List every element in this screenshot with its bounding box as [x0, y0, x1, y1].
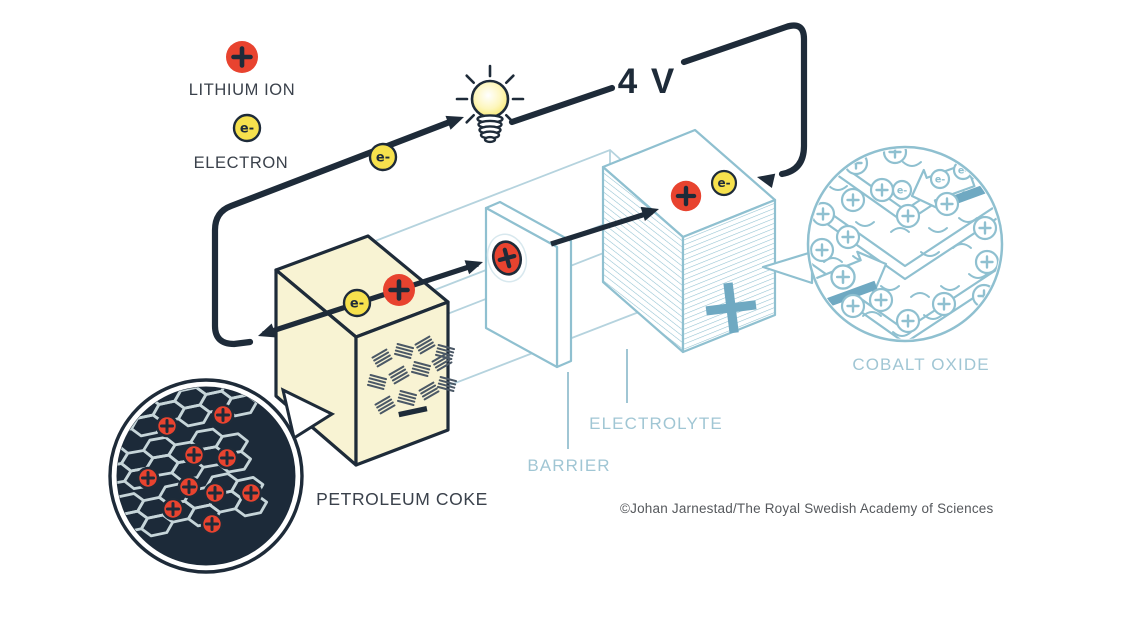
legend-electron-icon — [232, 113, 262, 143]
lithium-ion-icon — [972, 215, 998, 241]
lithium-ion-icon — [177, 475, 201, 499]
lithium-ion-icon — [671, 181, 701, 211]
lithium-ion-icon — [200, 512, 224, 536]
legend-electron-label: ELECTRON — [194, 154, 289, 172]
lithium-ion-icon — [383, 274, 415, 306]
cobalt-oxide-electrode: + — [601, 128, 777, 356]
graphite-hatching — [366, 335, 458, 415]
electrolyte-label: ELECTROLYTE — [589, 414, 723, 433]
lithium-ion-icon — [810, 237, 835, 263]
electron-icon-on-wire — [368, 142, 398, 172]
lithium-ion-icon — [934, 191, 960, 217]
petroleum-coke-electrode: − — [274, 234, 458, 467]
lithium-ion-icon — [203, 481, 227, 505]
lithium-ion-icon — [869, 177, 895, 203]
lithium-ion-in-barrier — [491, 240, 523, 276]
lithium-ion-icon — [835, 224, 861, 250]
cobalt-oxide-zoom-bubble — [806, 145, 1004, 343]
plus-terminal-icon: + — [692, 255, 770, 355]
bulb-rays — [455, 64, 525, 124]
lithium-ion-icon — [211, 403, 235, 427]
lithium-ion-icon — [931, 291, 957, 317]
lithium-ion-icon — [136, 466, 160, 490]
graphite-zoom-bubble — [108, 378, 336, 574]
cobalt-oxide-label: COBALT OXIDE — [852, 355, 989, 374]
graphite-zoom-pointer — [280, 387, 336, 441]
lithium-ion-icon — [840, 187, 866, 213]
electron-icon — [929, 168, 951, 190]
electron-icon — [342, 288, 372, 318]
lithium-ion-icon — [161, 497, 185, 521]
lithium-ion-icon — [182, 443, 206, 467]
lithium-ion-icon — [895, 308, 921, 334]
lithium-ion-icon — [239, 481, 263, 505]
lithium-ion-icon — [215, 446, 239, 470]
lithium-ion-icon — [895, 203, 921, 229]
circuit-wire — [211, 22, 808, 348]
lithium-ion-icon — [868, 287, 894, 313]
legend: LITHIUM ION ELECTRON — [189, 41, 296, 172]
petroleum-coke-label: PETROLEUM COKE — [316, 489, 488, 509]
legend-lithium-ion-label: LITHIUM ION — [189, 81, 296, 99]
electron-icon — [891, 179, 913, 201]
voltage-label: 4 V — [618, 62, 677, 101]
lithium-ion-icon — [840, 293, 866, 319]
lithium-ion-icon — [155, 414, 179, 438]
barrier-label: BARRIER — [527, 456, 610, 475]
lithium-ion-flow-arrow-right — [550, 201, 662, 247]
light-bulb-icon — [455, 64, 525, 144]
lithium-ion-icon — [974, 249, 1000, 275]
legend-lithium-ion-icon — [226, 41, 258, 73]
barrier-separator — [484, 200, 573, 369]
electron-icon — [710, 169, 738, 197]
credit-text: ©Johan Jarnestad/The Royal Swedish Acade… — [620, 501, 993, 516]
lithium-ion-icon — [882, 149, 908, 165]
